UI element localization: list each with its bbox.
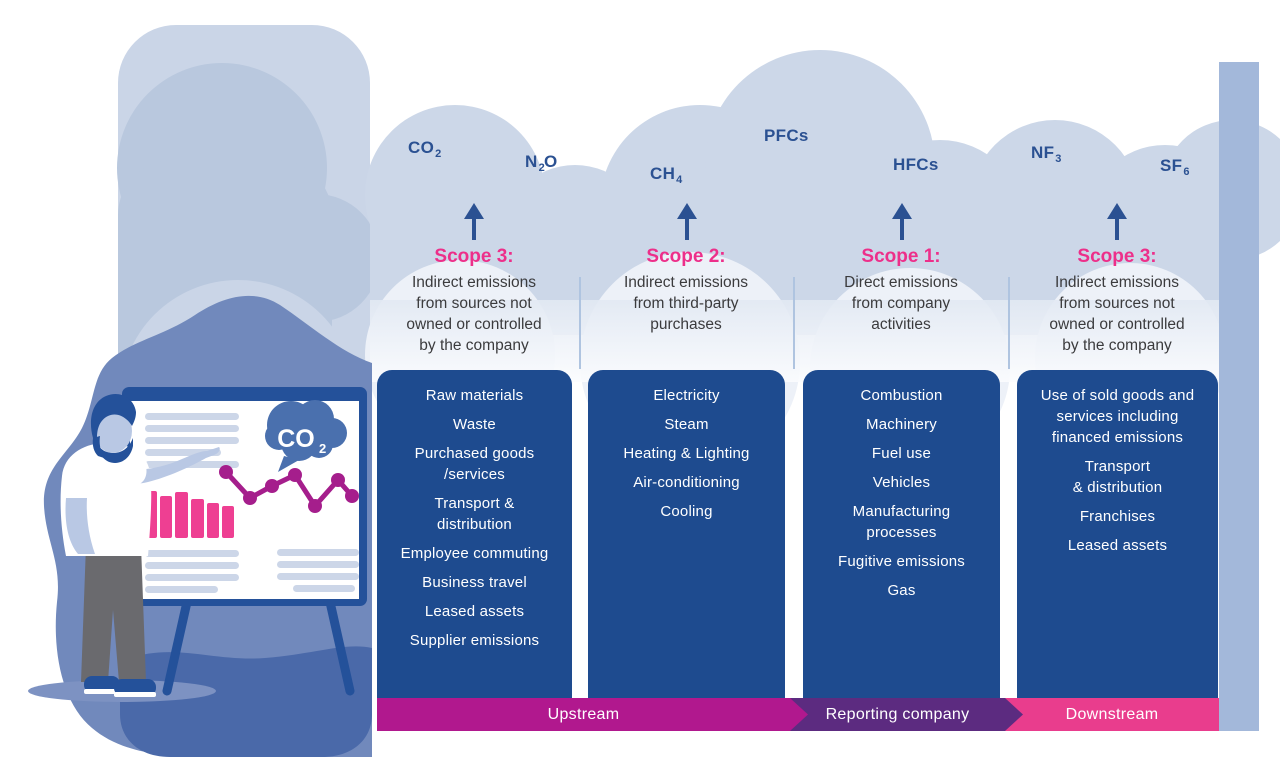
gas-label-pfcs: PFCs [764,126,809,145]
category-item: Franchises [1079,508,1156,525]
scope-description: Indirect emissions from third-party purc… [623,274,749,333]
scope-title: Scope 1: [861,246,941,267]
header-divider [1008,277,1010,369]
downstream-label: Downstream [1065,706,1159,723]
category-item: Fuel use [871,445,932,462]
header-divider [579,277,581,369]
category-item: Air-conditioning [633,474,740,491]
gas-label-hfcs: HFCs [893,155,939,174]
category-item: Purchased goods /services [414,445,535,483]
category-item: Fugitive emissions [838,553,965,570]
up-arrow-icon [1105,202,1129,242]
co2-cloud-icon [265,400,347,472]
up-arrow-icon [890,202,914,242]
up-arrow-icon [675,202,699,242]
category-item: Gas [887,582,916,599]
category-item: Leased assets [424,603,525,620]
presentation-board: CO 2 [122,387,367,606]
placeholder-lines [145,413,359,593]
scope-title: Scope 3: [434,246,514,267]
category-box-scope3-upstream: Raw materials Waste Purchased goods /ser… [377,370,572,698]
gas-label-nf3: NF3 [1031,143,1062,165]
category-item: Transport & distribution [1072,458,1163,496]
category-item: Supplier emissions [409,632,540,649]
category-item: Transport & distribution [434,495,515,533]
scope3-upstream-header: Scope 3: Indirect emissions from sources… [369,246,579,356]
up-arrow-icon [462,202,486,242]
bottom-flow-bar [377,698,1219,731]
category-item: Steam [664,416,709,433]
header-divider [793,277,795,369]
category-box-scope2: Electricity Steam Heating & Lighting Air… [588,370,785,698]
category-item: Vehicles [872,474,931,491]
category-box-scope3-downstream: Use of sold goods and services including… [1017,370,1218,698]
board-co2-subscript: 2 [319,441,326,456]
scope-description: Indirect emissions from sources not owne… [406,274,542,354]
easel-legs [162,597,355,696]
category-item: Machinery [866,416,937,433]
category-item: Heating & Lighting [623,445,750,462]
gas-label-co2: CO2 [408,138,442,160]
board-co2-label: CO [277,425,315,453]
scope2-header: Scope 2: Indirect emissions from third-p… [581,246,791,335]
scope-title: Scope 2: [646,246,726,267]
right-edge-strip [1219,62,1259,731]
category-box-scope1: Combustion Machinery Fuel use Vehicles M… [803,370,1000,698]
category-item: Raw materials [425,387,524,404]
gas-label-sf6: SF6 [1160,156,1190,178]
category-item: Leased assets [1067,537,1168,554]
scope1-header: Scope 1: Direct emissions from company a… [796,246,1006,335]
category-item: Combustion [860,387,943,404]
scope3-downstream-header: Scope 3: Indirect emissions from sources… [1012,246,1222,356]
gas-label-ch4: CH4 [650,164,683,186]
category-item: Employee commuting [400,545,549,562]
presenter-illustration [60,393,220,697]
category-item: Manufacturing processes [852,503,951,541]
category-item: Waste [453,416,496,433]
upstream-label: Upstream [547,706,620,723]
scope-description: Indirect emissions from sources not owne… [1049,274,1185,354]
category-item: Use of sold goods and services including… [1040,387,1195,446]
base-shape [120,646,372,757]
category-item: Cooling [660,503,713,520]
category-item: Business travel [422,574,527,591]
board-line-chart [219,465,359,513]
gas-label-n2o: N2O [525,152,558,174]
board-bar-chart [144,491,234,538]
scope-title: Scope 3: [1077,246,1157,267]
cloud-band [365,50,1280,472]
scope-description: Direct emissions from company activities [844,274,958,333]
reporting-company-label: Reporting company [825,706,970,723]
category-item: Electricity [653,387,720,404]
